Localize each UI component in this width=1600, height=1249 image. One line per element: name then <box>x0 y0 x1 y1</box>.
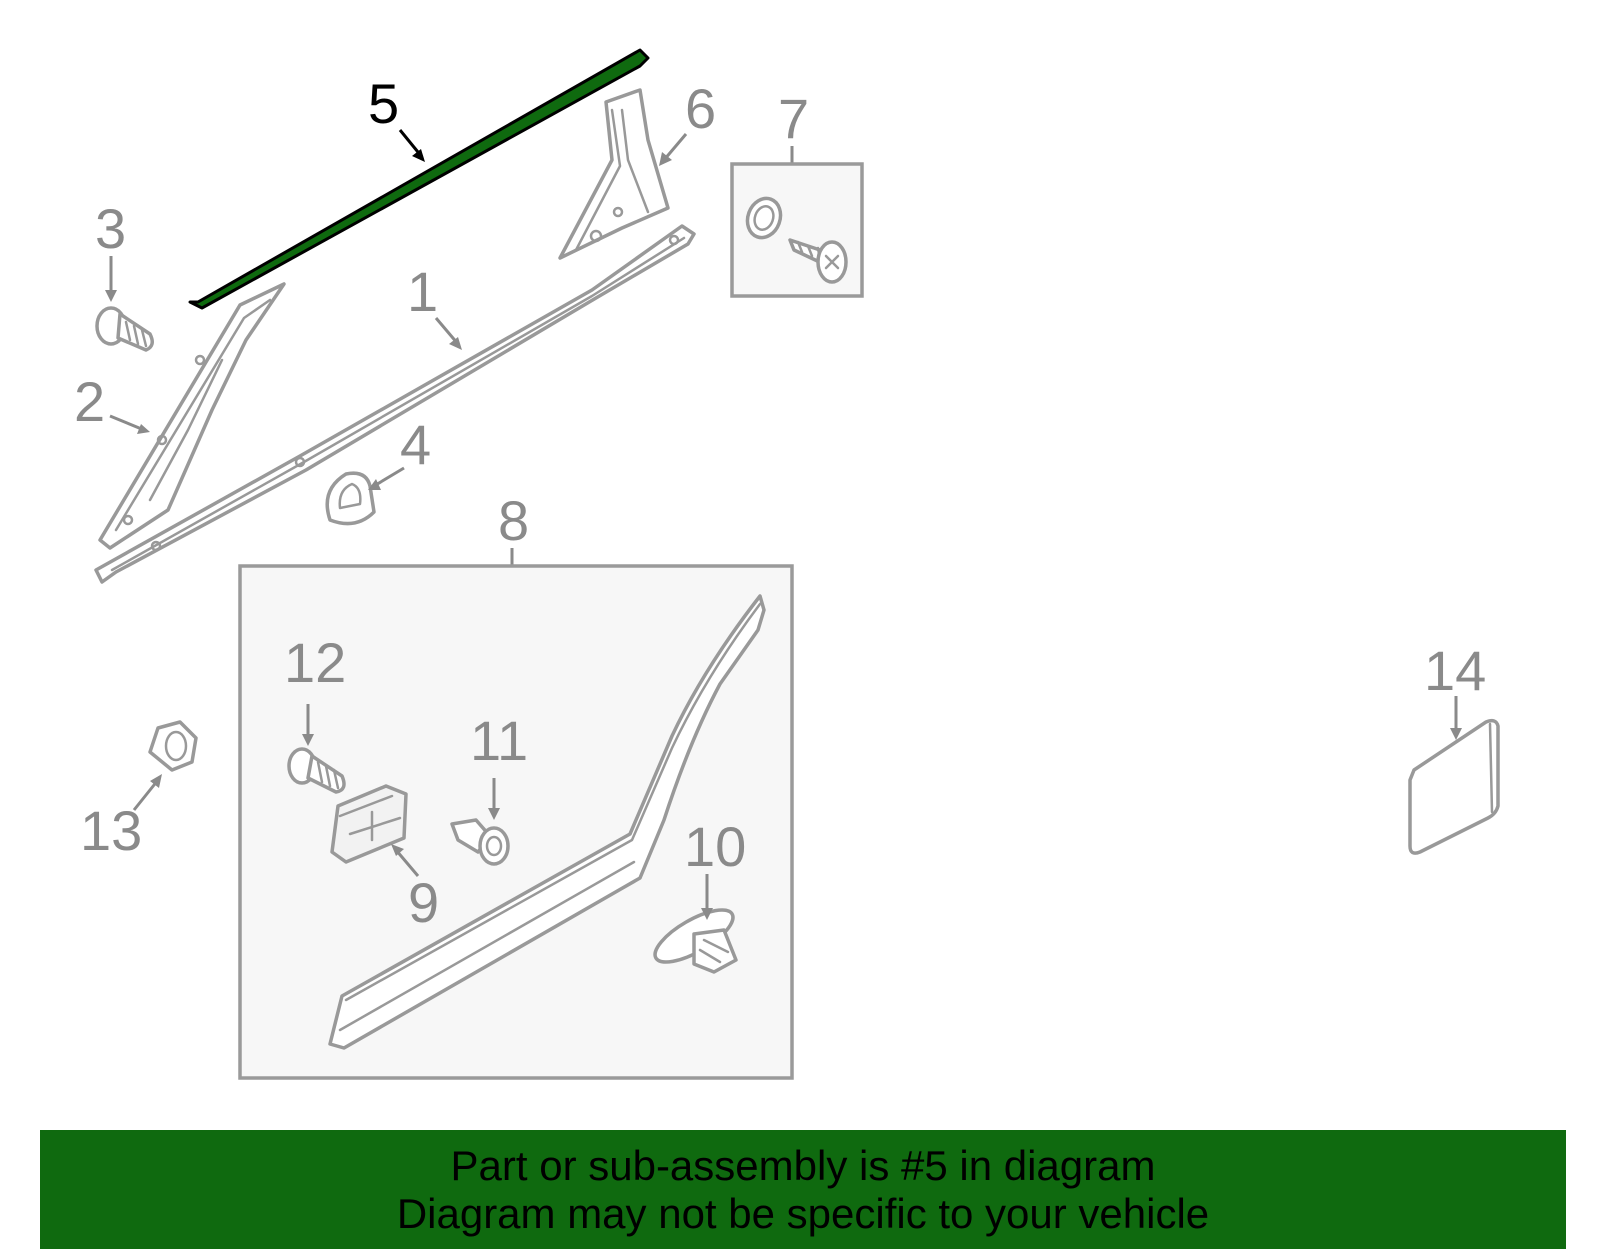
callout-12: 12 <box>284 631 346 694</box>
callout-5: 5 <box>368 72 399 135</box>
leader-2 <box>109 414 150 434</box>
leader-13 <box>132 774 162 811</box>
callout-4: 4 <box>400 413 431 476</box>
part-12-bolt[interactable] <box>287 747 346 794</box>
banner-line-1: Part or sub-assembly is #5 in diagram <box>450 1142 1156 1189</box>
leader-9 <box>391 844 420 877</box>
leader-1 <box>434 317 462 350</box>
leader-3 <box>105 256 117 302</box>
callout-7: 7 <box>778 87 809 150</box>
callout-10: 10 <box>684 815 746 878</box>
banner-line-2: Diagram may not be specific to your vehi… <box>396 1190 1210 1237</box>
part-1-rocker-molding[interactable] <box>94 224 696 584</box>
part-3-bolt[interactable] <box>95 306 154 352</box>
part-6-quarter-molding[interactable] <box>558 88 670 260</box>
part-7-washer-screw[interactable] <box>742 194 848 284</box>
part-5-weatherstrip[interactable] <box>188 48 650 310</box>
callout-2: 2 <box>74 370 105 433</box>
callout-3: 3 <box>95 197 126 260</box>
part-10-push-clip[interactable] <box>648 900 740 974</box>
leader-5 <box>398 129 425 162</box>
part-8-door-molding[interactable] <box>328 594 766 1050</box>
part-11-clip[interactable] <box>450 818 510 866</box>
part-4-clip[interactable] <box>325 471 376 526</box>
callout-1: 1 <box>407 260 438 323</box>
callout-14: 14 <box>1424 639 1486 702</box>
leader-14 <box>1450 696 1462 740</box>
callout-6: 6 <box>685 77 716 140</box>
part-8-box <box>238 564 794 1080</box>
callout-8: 8 <box>498 489 529 552</box>
callout-13: 13 <box>80 799 142 862</box>
callout-11: 11 <box>470 709 528 772</box>
leader-11 <box>488 778 500 820</box>
leader-12 <box>302 704 314 746</box>
leader-6 <box>659 133 688 166</box>
callout-9: 9 <box>408 871 439 934</box>
part-9-patch[interactable] <box>330 784 408 864</box>
part-2-pillar-molding[interactable] <box>98 282 286 550</box>
leader-4 <box>368 466 405 490</box>
part-13-nut[interactable] <box>148 720 198 772</box>
info-banner: Part or sub-assembly is #5 in diagram Di… <box>40 1130 1566 1249</box>
part-14-panel[interactable] <box>1408 718 1500 855</box>
leader-10 <box>701 874 713 920</box>
